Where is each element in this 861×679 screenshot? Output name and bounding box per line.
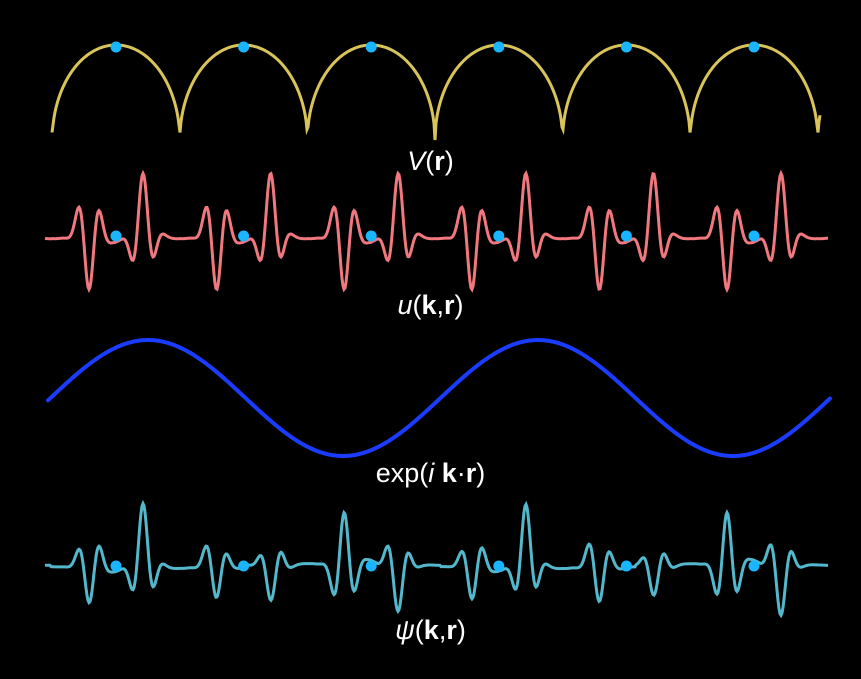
atom-marker xyxy=(238,230,250,242)
atom-marker xyxy=(493,560,505,572)
periodic-function-label: u(k,r) xyxy=(397,290,464,320)
atom-marker xyxy=(748,560,760,572)
atom-row-periodic xyxy=(110,230,760,242)
atom-marker xyxy=(365,560,377,572)
atom-marker xyxy=(238,41,250,53)
bloch-wave-label: ψ(k,r) xyxy=(395,615,466,645)
atom-marker xyxy=(365,230,377,242)
periodic-function-curve xyxy=(44,169,829,294)
atom-row-potential xyxy=(110,41,760,53)
atom-marker xyxy=(620,560,632,572)
atom-marker xyxy=(493,41,505,53)
atom-marker xyxy=(620,41,632,53)
potential-label: V(r) xyxy=(407,146,454,176)
atom-marker xyxy=(110,41,122,53)
plane-wave-curve xyxy=(46,337,832,459)
atom-marker xyxy=(620,230,632,242)
atom-marker xyxy=(748,230,760,242)
atom-marker xyxy=(748,41,760,53)
atom-marker xyxy=(110,560,122,572)
atom-marker xyxy=(110,230,122,242)
plane-wave-label: exp(i k·r) xyxy=(375,458,486,488)
atom-marker xyxy=(493,230,505,242)
potential-func: V xyxy=(407,146,426,176)
atom-marker xyxy=(238,560,250,572)
bloch-wave-curve xyxy=(44,499,829,619)
potential-curve xyxy=(50,43,822,141)
atom-row-bloch xyxy=(110,560,760,572)
atom-marker xyxy=(365,41,377,53)
